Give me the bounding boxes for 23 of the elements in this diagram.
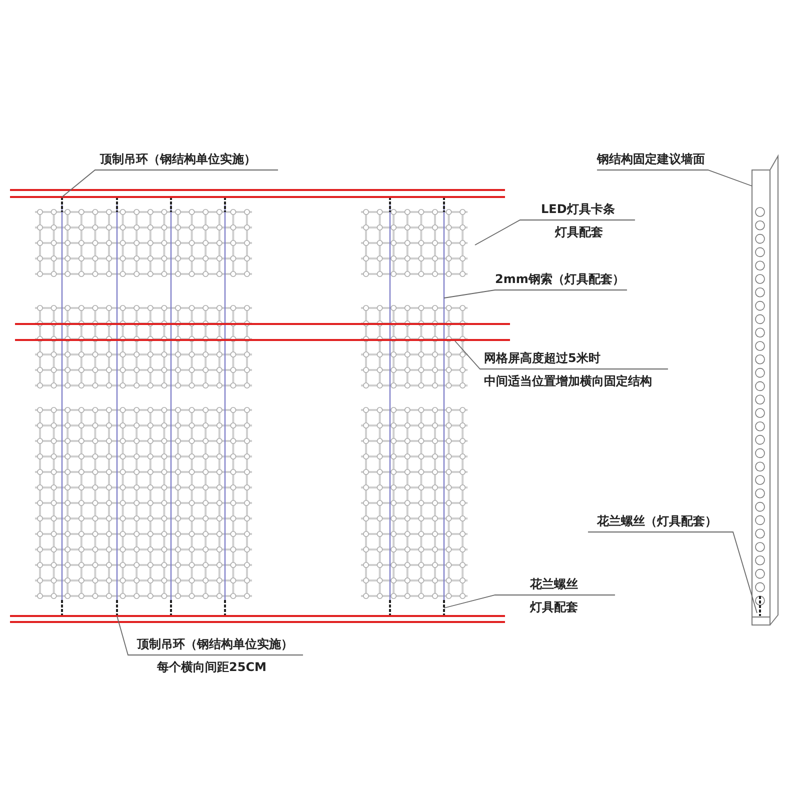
mesh-screen-drawing [35, 197, 252, 616]
callout-label: 灯具配套 [530, 599, 578, 616]
callout-label: 钢结构固定建议墙面 [597, 151, 705, 168]
leader-line [62, 170, 278, 198]
leader-line [444, 290, 628, 298]
wall-bracket-drawing [752, 154, 778, 626]
callout-label: 网格屏高度超过5米时 [484, 350, 600, 367]
callout-label: 灯具配套 [555, 224, 603, 241]
callout-label: 2mm钢索（灯具配套） [495, 271, 624, 288]
leader-line [588, 532, 758, 614]
callout-label: 每个横向间距25CM [157, 659, 266, 676]
leader-line [596, 170, 752, 186]
callout-label: 顶制吊环（钢结构单位实施） [100, 151, 256, 168]
leader-line [474, 220, 636, 246]
callout-label: 花兰螺丝（灯具配套） [597, 513, 717, 530]
callout-label: 中间适当位置增加横向固定结构 [484, 373, 652, 390]
mesh-screen-drawing [361, 197, 468, 616]
callout-label: LED灯具卡条 [541, 201, 615, 218]
leader-line [444, 594, 616, 608]
callout-label: 顶制吊环（钢结构单位实施） [137, 636, 293, 653]
steel-beam [15, 323, 510, 341]
callout-label: 花兰螺丝 [530, 576, 578, 593]
leader-line [116, 616, 304, 656]
